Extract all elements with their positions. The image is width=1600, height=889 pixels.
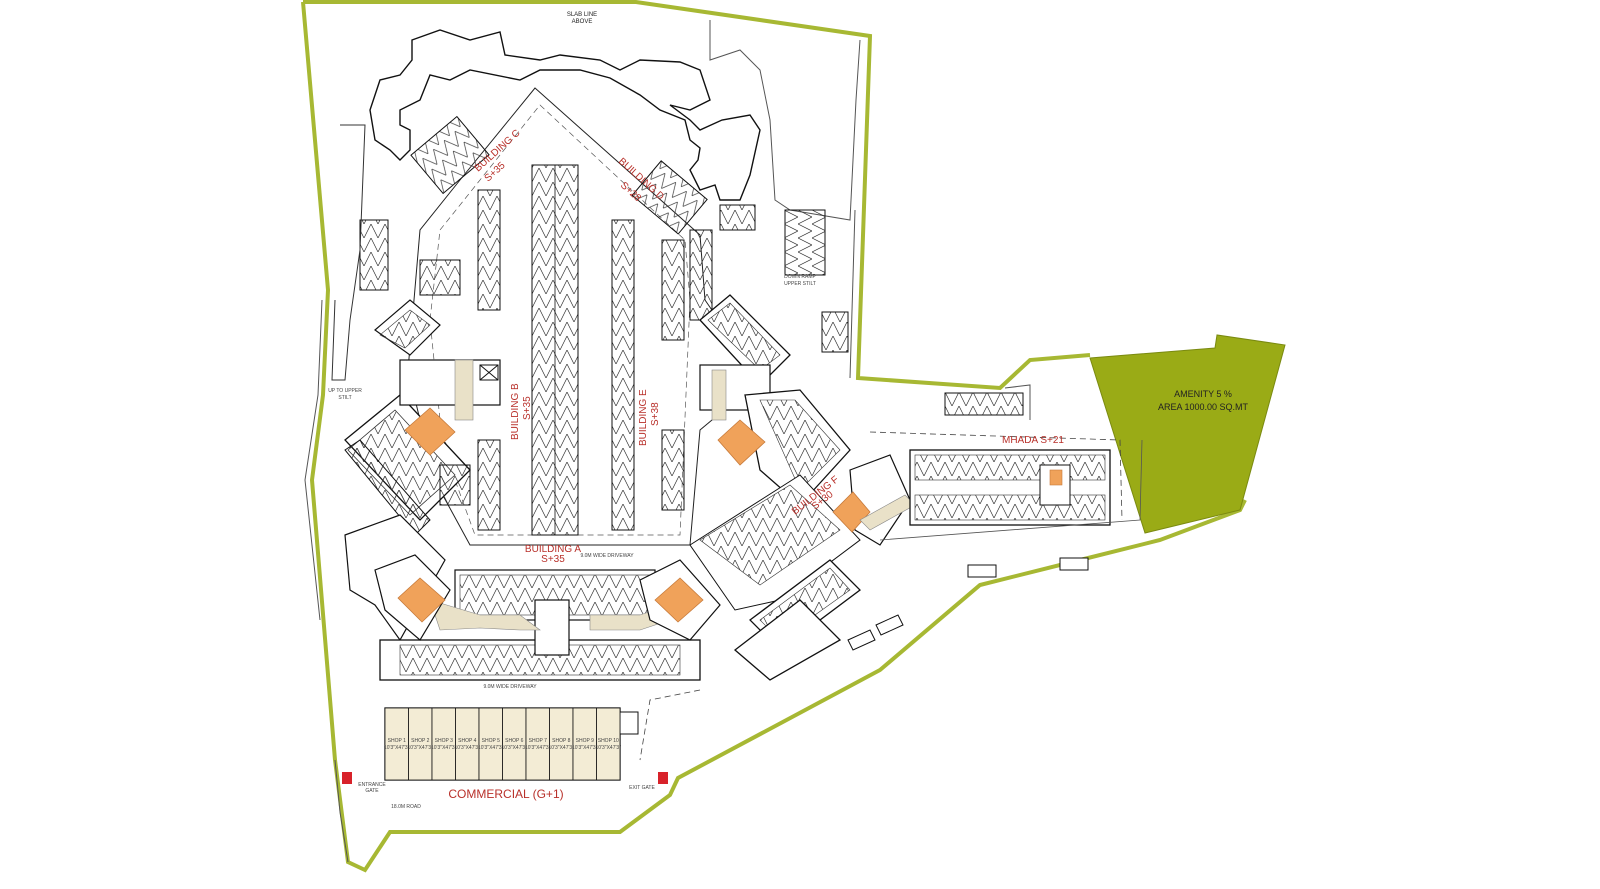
site-boundary-north (303, 0, 1091, 391)
shop-size: 10'3"X47'3" (478, 745, 504, 751)
shop-unit[interactable] (478, 707, 503, 781)
shop-name: SHOP 6 (505, 738, 523, 744)
shop-name: SHOP 4 (458, 738, 476, 744)
building-e-name: BUILDING E (638, 389, 649, 446)
driveway-label-2: 9.0M WIDE DRIVEWAY (580, 553, 634, 559)
lobby-b (404, 407, 456, 456)
shop-size: 10'3"X47'3" (455, 745, 481, 751)
road-label: 18.0M ROAD (391, 804, 421, 810)
shop-size: 10'3"X47'3" (549, 745, 575, 751)
shop-unit[interactable] (455, 707, 480, 781)
shop-size: 10'3"X47'3" (596, 745, 622, 751)
building-b-floors: S+35 (522, 396, 533, 420)
shop-unit[interactable] (431, 707, 456, 781)
exit-gate-label: EXIT GATE (629, 785, 655, 791)
parking-columns (359, 115, 1024, 536)
commercial-label: COMMERCIAL (G+1) (448, 787, 563, 801)
building-b-name: BUILDING B (510, 383, 521, 440)
shop-name: SHOP 5 (482, 738, 500, 744)
shop-unit[interactable] (384, 707, 409, 781)
shop-name: SHOP 10 (598, 738, 619, 744)
shop-name: SHOP 3 (435, 738, 453, 744)
mhada-building (847, 449, 1111, 651)
slab-line-label-1: SLAB LINE (567, 12, 597, 18)
amenity-area[interactable] (1089, 334, 1286, 534)
shop-unit[interactable] (408, 707, 433, 781)
building-f (689, 454, 916, 681)
shop-size: 10'3"X47'3" (408, 745, 434, 751)
shop-size: 10'3"X47'3" (525, 745, 551, 751)
entrance-gate-label-2: GATE (365, 788, 379, 794)
building-b-core (399, 359, 501, 456)
shop-name: SHOP 9 (576, 738, 594, 744)
shop-name: SHOP 2 (411, 738, 429, 744)
shop-grid: SHOP 110'3"X47'3"SHOP 210'3"X47'3"SHOP 3… (384, 707, 622, 781)
shop-name: SHOP 1 (388, 738, 406, 744)
lobby-e (717, 419, 766, 466)
shop-size: 10'3"X47'3" (431, 745, 457, 751)
shop-size: 10'3"X47'3" (572, 745, 598, 751)
down-ramp-label-1: DOWN RAMP (784, 274, 816, 280)
building-a-south-wing (374, 554, 721, 681)
entrance-gate-label-1: ENTRANCE (358, 782, 386, 788)
up-ramp-label-2: STILT (338, 395, 351, 401)
down-ramp-label-2: UPPER STILT (784, 281, 816, 287)
site-boundary (301, 1, 1247, 873)
slab-line-label-2: ABOVE (572, 19, 593, 25)
building-e-core (699, 294, 851, 506)
driveway-label: 9.0M WIDE DRIVEWAY (483, 684, 537, 690)
shop-size: 10'3"X47'3" (384, 745, 410, 751)
shop-unit[interactable] (596, 707, 621, 781)
mhada-label: MHADA S+21 (1002, 435, 1064, 446)
shop-name: SHOP 7 (529, 738, 547, 744)
shop-unit[interactable] (502, 707, 527, 781)
up-ramp-label-1: UP TO UPPER (328, 388, 362, 394)
amenity-label-2: AREA 1000.00 SQ.MT (1158, 402, 1249, 412)
entrance-gate-marker[interactable] (342, 772, 352, 784)
building-e-floors: S+38 (650, 402, 661, 426)
shop-name: SHOP 8 (552, 738, 570, 744)
building-a-name: BUILDING A (525, 544, 581, 555)
lobby-a-west (397, 577, 446, 623)
shop-unit[interactable] (525, 707, 550, 781)
building-a-floors: S+35 (541, 554, 565, 565)
amenity-label-1: AMENITY 5 % (1174, 389, 1232, 399)
building-c-footprint (369, 29, 761, 201)
lobby-a-east (654, 577, 704, 623)
exit-gate-marker[interactable] (658, 772, 668, 784)
shop-size: 10'3"X47'3" (502, 745, 528, 751)
lobby-f (832, 491, 871, 533)
shop-unit[interactable] (549, 707, 574, 781)
shop-unit[interactable] (572, 707, 597, 781)
